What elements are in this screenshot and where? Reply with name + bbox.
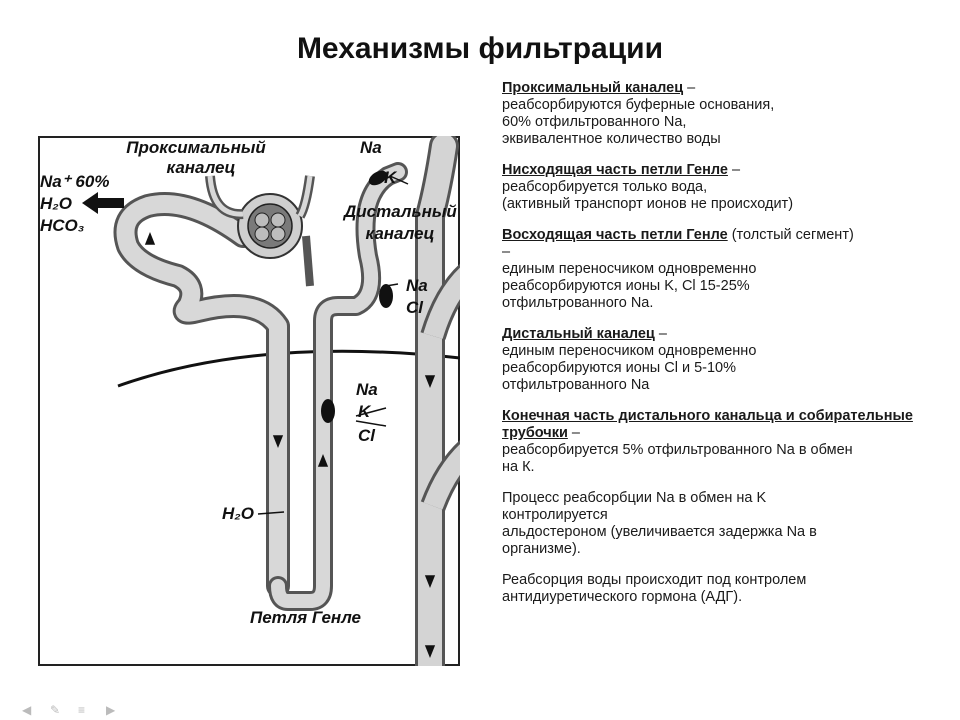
ion-arrow	[355, 420, 387, 427]
section-line: реабсорбируется 5% отфильтрованного Na в…	[502, 442, 853, 458]
loop-of-henle	[268, 162, 408, 611]
ion-arrow	[389, 175, 409, 185]
top-ion-k: K	[384, 168, 397, 187]
flow-arrow	[424, 645, 436, 659]
section-line: (активный транспорт ионов не происходит)	[502, 196, 794, 212]
section-heading-suffix: –	[683, 80, 696, 96]
section-heading: Проксимальный каналец	[502, 80, 684, 96]
section-line: организме).	[502, 541, 581, 557]
flow-arrow	[424, 575, 436, 589]
section-heading: Конечная часть дистального канальца и со…	[502, 408, 913, 441]
distal-ion-cl: Cl	[406, 298, 423, 317]
left-ion-na: Na⁺ 60%	[40, 172, 110, 191]
section-line: эквивалентное количество воды	[502, 131, 721, 147]
ascending-ion-k: K	[358, 402, 371, 421]
menu-icon[interactable]: ≡	[78, 703, 86, 717]
section-line: единым переносчиком одновременно	[502, 343, 757, 359]
section-line: на К.	[502, 459, 535, 475]
section-line: антидиуретического гормона (АДГ).	[502, 589, 743, 605]
loop-of-henle-label: Петля Генле	[250, 608, 361, 627]
flow-arrow	[144, 231, 156, 245]
proximal-reabsorption-arrow	[82, 192, 124, 214]
glomerulus	[205, 175, 315, 287]
section-proximal: Проксимальный каналец – реабсорбируются …	[502, 80, 932, 148]
section-line: реабсорбируются ионы K, Cl 15-25%	[502, 278, 750, 294]
proximal-label-line2: каналец	[166, 158, 236, 177]
flow-arrow	[272, 435, 284, 449]
section-collecting-ducts: Конечная часть дистального канальца и со…	[502, 408, 932, 476]
distal-label-line1: Дистальный	[344, 202, 457, 221]
collecting-duct	[415, 136, 460, 666]
section-line: контролируется	[502, 507, 608, 523]
ion-arrow	[355, 407, 387, 417]
section-line: Реабсорция воды происходит под контролем	[502, 572, 807, 588]
distal-ion-na: Na	[406, 276, 428, 295]
next-icon[interactable]: ▶	[106, 703, 116, 717]
section-ascending-loop: Восходящая часть петли Генле (толстый се…	[502, 227, 932, 312]
pen-icon[interactable]: ✎	[50, 703, 61, 717]
slide-nav-controls: ◀ ✎ ≡ ▶	[22, 704, 124, 716]
section-line: альдостероном (увеличивается задержка Na…	[502, 524, 817, 540]
section-line: Процесс реабсорбции Na в обмен на K	[502, 490, 767, 506]
proximal-tubule	[113, 192, 290, 598]
section-heading: Дистальный каналец	[502, 326, 655, 342]
distal-transporter	[379, 284, 393, 308]
prev-icon[interactable]: ◀	[22, 703, 32, 717]
top-ion-na: Na	[360, 138, 382, 157]
flow-arrows	[144, 231, 436, 659]
section-line: отфильтрованного Na.	[502, 295, 654, 311]
section-adh: Реабсорция воды происходит под контролем…	[502, 572, 932, 606]
section-line: 60% отфильтрованного Na,	[502, 114, 687, 130]
ascending-ion-cl: Cl	[358, 426, 375, 445]
section-line: реабсорбируются буферные основания,	[502, 97, 775, 113]
section-line: –	[502, 244, 511, 260]
distal-label-line2: каналец	[365, 224, 435, 243]
section-heading-suffix: –	[727, 162, 741, 178]
proximal-label-line1: Проксимальный	[126, 138, 266, 157]
section-heading-suffix: –	[567, 425, 580, 441]
section-heading-suffix: (толстый сегмент)	[727, 227, 854, 243]
ion-arrow	[385, 283, 399, 287]
water-label: H₂O	[222, 504, 254, 523]
flow-arrow	[424, 375, 436, 389]
ascending-transporter	[321, 399, 335, 423]
ion-arrows	[257, 175, 409, 515]
section-aldosterone: Процесс реабсорбции Na в обмен на K конт…	[502, 490, 932, 558]
section-heading: Восходящая часть петли Генле	[502, 227, 728, 243]
na-k-transporter	[368, 170, 388, 186]
section-heading: Нисходящая часть петли Генле	[502, 162, 728, 178]
section-line: отфильтрованного Na	[502, 377, 650, 393]
section-heading-suffix: –	[654, 326, 667, 342]
water-arrow	[257, 511, 285, 515]
nephron-diagram: Проксимальный каналец Na⁺ 60% H₂O HCO₃ N…	[38, 136, 460, 666]
nephron-illustration	[38, 136, 460, 666]
left-ion-water: H₂O	[40, 194, 72, 213]
description-panel: Проксимальный каналец – реабсорбируются …	[502, 80, 932, 620]
flow-arrow	[317, 453, 329, 467]
diagram-frame	[38, 136, 460, 666]
section-descending-loop: Нисходящая часть петли Генле – реабсорби…	[502, 162, 932, 213]
ascending-ion-na: Na	[356, 380, 378, 399]
section-line: единым переносчиком одновременно	[502, 261, 757, 277]
page-title: Механизмы фильтрации	[296, 32, 664, 65]
section-distal: Дистальный каналец – единым переносчиком…	[502, 326, 932, 394]
section-line: реабсорбируется только вода,	[502, 179, 708, 195]
section-line: реабсорбируются ионы Cl и 5-10%	[502, 360, 736, 376]
left-ion-hco3: HCO₃	[40, 216, 85, 235]
